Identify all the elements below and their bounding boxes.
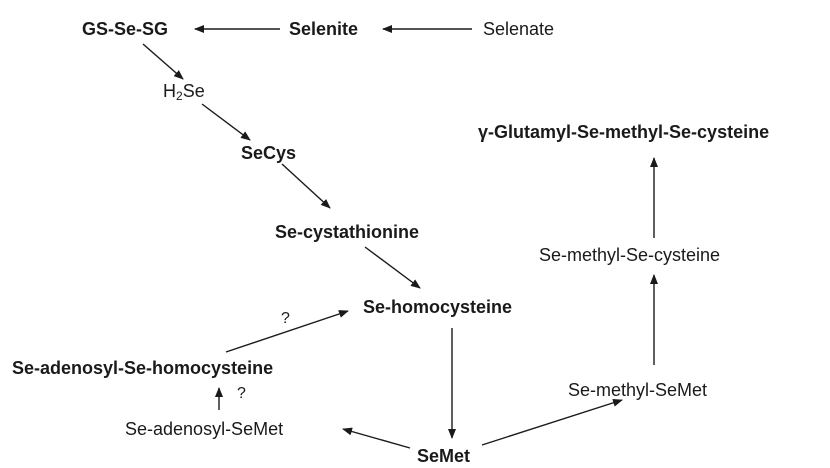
node-se-adenosyl-semet: Se-adenosyl-SeMet bbox=[125, 419, 284, 439]
node-gamma-glutamyl-se-methyl-se-cysteine: γ-Glutamyl-Se-methyl-Se-cysteine bbox=[478, 122, 770, 142]
node-se-methyl-se-cysteine: Se-methyl-Se-cysteine bbox=[539, 245, 721, 265]
node-gs-se-sg: GS-Se-SG bbox=[82, 19, 169, 39]
node-se-methyl-semet: Se-methyl-SeMet bbox=[568, 380, 708, 400]
h2se-subscript: 2 bbox=[176, 89, 183, 103]
node-se-homocysteine: Se-homocysteine bbox=[363, 297, 513, 317]
question-mark-upper: ? bbox=[281, 310, 290, 327]
node-secys: SeCys bbox=[241, 143, 297, 163]
arrow-se-cystathionine-to-se-homocysteine bbox=[364, 246, 421, 289]
question-mark-lower: ? bbox=[237, 385, 246, 402]
node-se-adenosyl-se-homocysteine: Se-adenosyl-Se-homocysteine bbox=[12, 358, 274, 378]
arrow-secys-to-se-cystathionine bbox=[281, 163, 331, 209]
arrow-semet-to-se-adenosyl-semet bbox=[342, 427, 411, 449]
arrow-se-adenosyl-se-homocysteine-to-se-homocysteine bbox=[225, 310, 349, 353]
h2se-se: Se bbox=[182, 81, 205, 101]
arrow-gs-se-sg-to-h2se bbox=[142, 43, 184, 80]
node-selenate: Selenate bbox=[483, 19, 555, 39]
node-selenite: Selenite bbox=[289, 19, 359, 39]
node-se-cystathionine: Se-cystathionine bbox=[275, 222, 420, 242]
h2se-h: H bbox=[163, 81, 176, 101]
arrow-h2se-to-secys bbox=[201, 103, 251, 141]
node-semet: SeMet bbox=[417, 446, 471, 466]
node-h2se: H2Se bbox=[163, 81, 205, 103]
arrow-semet-to-se-methyl-semet bbox=[481, 398, 623, 446]
